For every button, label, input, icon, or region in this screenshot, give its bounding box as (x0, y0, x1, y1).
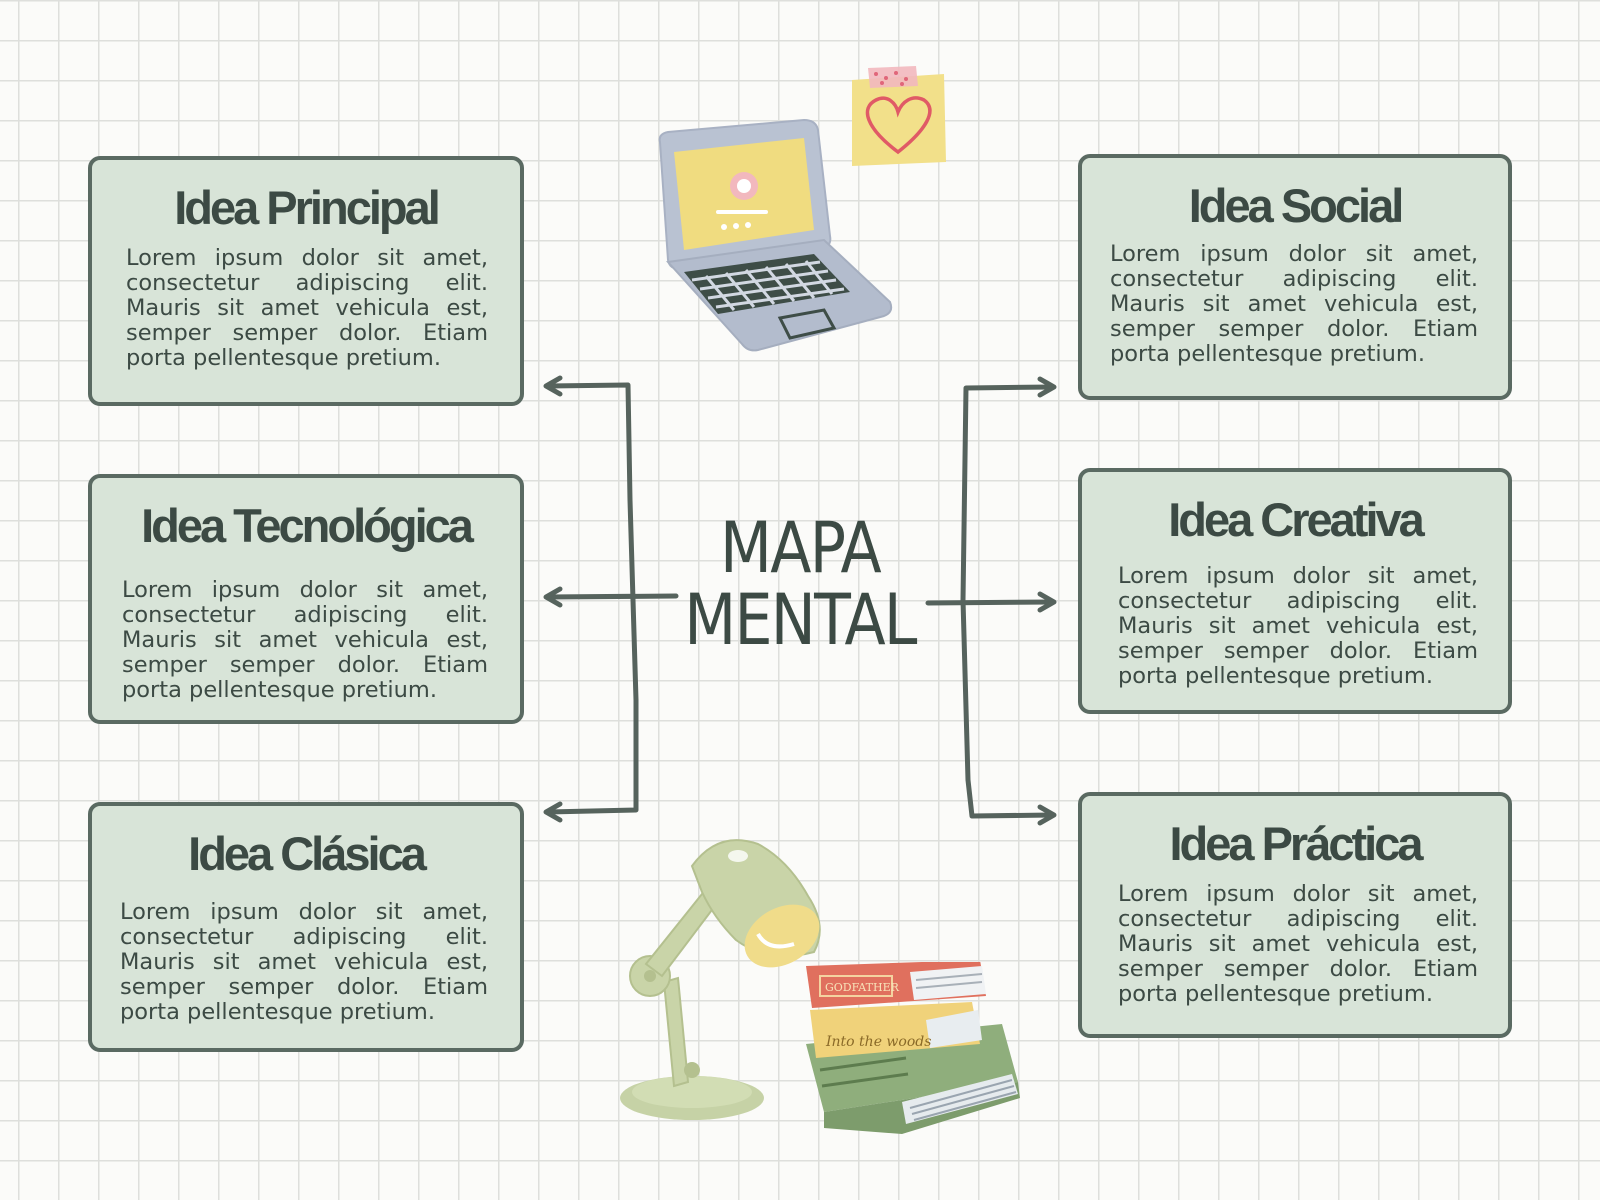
left-bracket-line (545, 382, 639, 815)
arrow-head-right-bottom (1037, 804, 1057, 826)
book-stack-icon: Into the woods GODFATHER (806, 962, 1020, 1134)
card-idea-clasica: Idea Clásica Lorem ipsum dolor sit amet,… (88, 802, 524, 1052)
card-title: Idea Social (1188, 179, 1405, 232)
arrow-head-right-mid (1037, 591, 1057, 613)
card-idea-tecnologica: Idea Tecnológica Lorem ipsum dolor sit a… (88, 474, 524, 724)
card-title: Idea Tecnológica (141, 499, 474, 552)
card-idea-practica: Idea Práctica Lorem ipsum dolor sit amet… (1078, 792, 1512, 1038)
card-body: Lorem ipsum dolor sit amet, consectetur … (122, 577, 488, 703)
card-body: Lorem ipsum dolor sit amet, consectetur … (1118, 881, 1478, 1007)
arrow-head-left-mid (543, 586, 563, 608)
card-body: Lorem ipsum dolor sit amet, consectetur … (120, 899, 488, 1025)
card-body: Lorem ipsum dolor sit amet, consectetur … (1110, 241, 1478, 367)
sticky-note-heart-icon (852, 66, 946, 166)
left-center-branch (545, 593, 679, 600)
arrow-head-left-top (543, 375, 563, 397)
card-title: Idea Creativa (1168, 493, 1425, 546)
card-title: Idea Clásica (188, 827, 427, 880)
card-idea-social: Idea Social Lorem ipsum dolor sit amet, … (1078, 154, 1512, 400)
card-idea-creativa: Idea Creativa Lorem ipsum dolor sit amet… (1078, 468, 1512, 714)
laptop-icon (658, 118, 893, 352)
right-center-branch (925, 599, 1055, 606)
central-title-line-1: MAPA (720, 507, 882, 589)
book-spine-middle: Into the woods (825, 1034, 931, 1050)
book-spine-top: GODFATHER (825, 981, 900, 994)
card-body: Lorem ipsum dolor sit amet, consectetur … (1118, 563, 1478, 689)
central-title-line-2: MENTAL (684, 579, 917, 661)
central-title: MAPA MENTAL (680, 512, 921, 656)
card-title: Idea Práctica (1169, 817, 1423, 870)
card-title: Idea Principal (174, 181, 441, 234)
card-idea-principal: Idea Principal Lorem ipsum dolor sit ame… (88, 156, 524, 406)
arrow-head-left-bottom (543, 801, 563, 823)
card-body: Lorem ipsum dolor sit amet, consectetur … (126, 245, 488, 371)
arrow-head-right-top (1037, 376, 1057, 398)
desk-lamp-icon (620, 839, 821, 1120)
right-bracket-line (960, 384, 1055, 819)
